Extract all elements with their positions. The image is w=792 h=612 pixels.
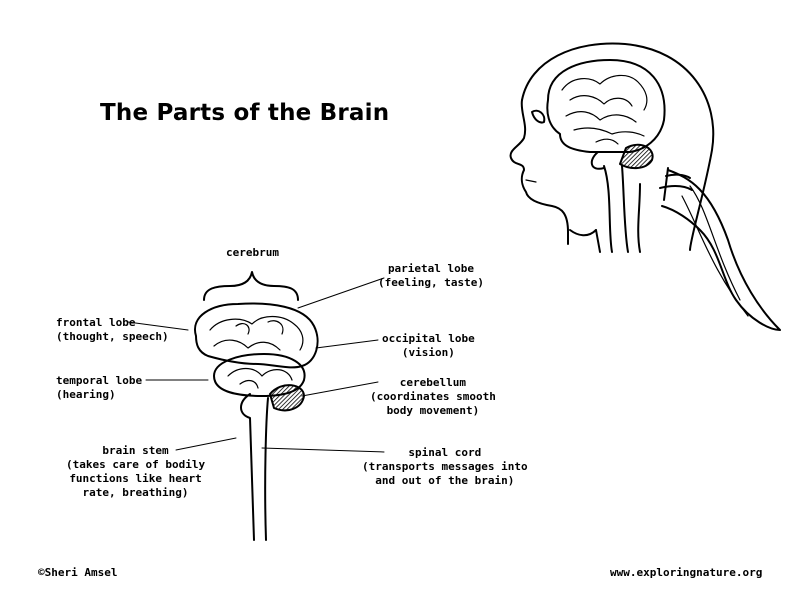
parietal-name: parietal lobe <box>387 262 475 275</box>
temporal-name: temporal lobe <box>56 374 143 387</box>
leader-cerebellum <box>301 381 379 397</box>
brainstem-name: brain stem <box>102 444 169 457</box>
frontal-desc: (thought, speech) <box>56 330 169 343</box>
website-link[interactable]: www.exploringnature.org <box>610 566 763 579</box>
cerebellum-desc-2: body movement) <box>386 404 480 417</box>
label-frontal-lobe: frontal lobe (thought, speech) <box>56 316 169 344</box>
cerebellum-desc-1: (coordinates smooth <box>370 390 496 403</box>
label-temporal-lobe: temporal lobe (hearing) <box>56 374 142 402</box>
head-profile-illustration <box>509 42 781 331</box>
spinal-desc-1: (transports messages into <box>362 460 528 473</box>
leader-occipital <box>315 339 379 349</box>
label-brain-stem: brain stem (takes care of bodily functio… <box>66 444 205 500</box>
cerebrum-name: cerebrum <box>226 246 279 259</box>
brainstem-desc-2: functions like heart <box>69 472 202 485</box>
leader-parietal <box>297 277 385 309</box>
parietal-desc: (feeling, taste) <box>378 276 484 289</box>
label-spinal-cord: spinal cord (transports messages into an… <box>362 446 528 488</box>
spinal-name: spinal cord <box>408 446 482 459</box>
spinal-desc-2: and out of the brain) <box>375 474 515 487</box>
frontal-name: frontal lobe <box>56 316 136 329</box>
label-cerebellum: cerebellum (coordinates smooth body move… <box>370 376 496 418</box>
leader-frontal <box>127 321 189 331</box>
page-title: The Parts of the Brain <box>100 100 390 126</box>
occipital-name: occipital lobe <box>382 332 475 345</box>
cerebellum-name: cerebellum <box>399 376 467 389</box>
label-occipital-lobe: occipital lobe (vision) <box>382 332 475 360</box>
leader-brainstem <box>175 437 237 451</box>
label-cerebrum: cerebrum <box>226 246 279 260</box>
temporal-desc: (hearing) <box>56 388 116 401</box>
occipital-desc: (vision) <box>401 346 455 359</box>
leader-spinal <box>261 447 385 453</box>
copyright-text: ©Sheri Amsel <box>38 566 118 579</box>
brainstem-desc-1: (takes care of bodily <box>66 458 206 471</box>
brainstem-desc-3: rate, breathing) <box>82 486 189 499</box>
label-parietal-lobe: parietal lobe (feeling, taste) <box>378 262 484 290</box>
brain-illustration <box>194 271 319 541</box>
